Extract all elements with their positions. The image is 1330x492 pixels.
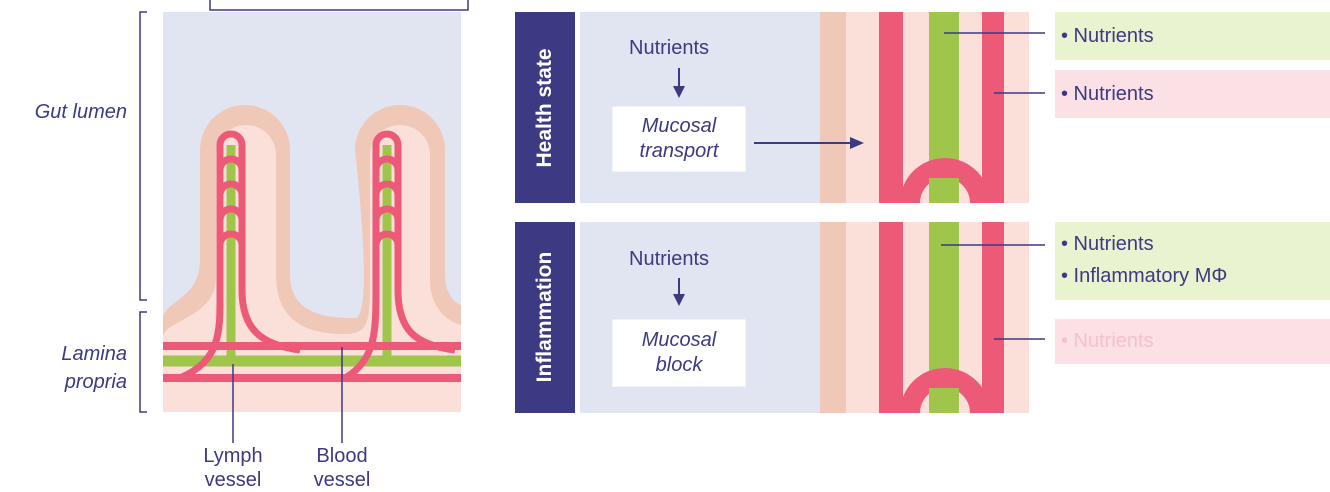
lamina-propria-bracket [140, 312, 147, 412]
lymph-vessel-label: Lymph vessel [178, 444, 288, 492]
lamina-propria-line2: propria [0, 368, 127, 396]
inflammation-lymph-output: • Nutrients • Inflammatory MΦ [1055, 228, 1330, 292]
gut-lumen-text: Gut lumen [35, 101, 127, 123]
inflammation-blood-output: • Nutrients [1055, 325, 1330, 357]
health-process-line2: transport [613, 139, 745, 164]
health-mucosal-transport: Mucosal transport [613, 114, 745, 164]
health-process-line1: Mucosal [613, 114, 745, 139]
health-state-panel [515, 12, 1045, 203]
inflammation-title: Inflammation [533, 252, 557, 383]
inflammation-panel [515, 222, 1045, 413]
health-lymph-output: • Nutrients [1055, 20, 1330, 52]
gut-lumen-label: Gut lumen [0, 98, 127, 126]
inflammation-lymph-output-1: • Nutrients [1061, 228, 1330, 260]
blood-vessel-label: Blood vessel [287, 444, 397, 492]
villus-illustration [163, 12, 461, 443]
inflammation-nutrients-input: Nutrients [629, 248, 709, 271]
gut-lumen-bracket [140, 12, 147, 300]
health-blood-output: • Nutrients [1055, 78, 1330, 110]
inflammation-lymph-output-2: • Inflammatory MΦ [1061, 260, 1330, 292]
lamina-propria-line1: Lamina [0, 340, 127, 368]
blood-vessel-line2: vessel [287, 468, 397, 492]
health-nutrients-input: Nutrients [629, 37, 709, 60]
inflammation-mucosal-block: Mucosal block [613, 328, 745, 378]
inflammation-process-line1: Mucosal [613, 328, 745, 353]
lymph-vessel-line2: vessel [178, 468, 288, 492]
lymph-vessel-line1: Lymph [178, 444, 288, 468]
lamina-propria-label: Lamina propria [0, 340, 127, 396]
top-box [210, 0, 468, 10]
blood-vessel-line1: Blood [287, 444, 397, 468]
inflammation-process-line2: block [613, 353, 745, 378]
health-state-title: Health state [533, 48, 557, 167]
